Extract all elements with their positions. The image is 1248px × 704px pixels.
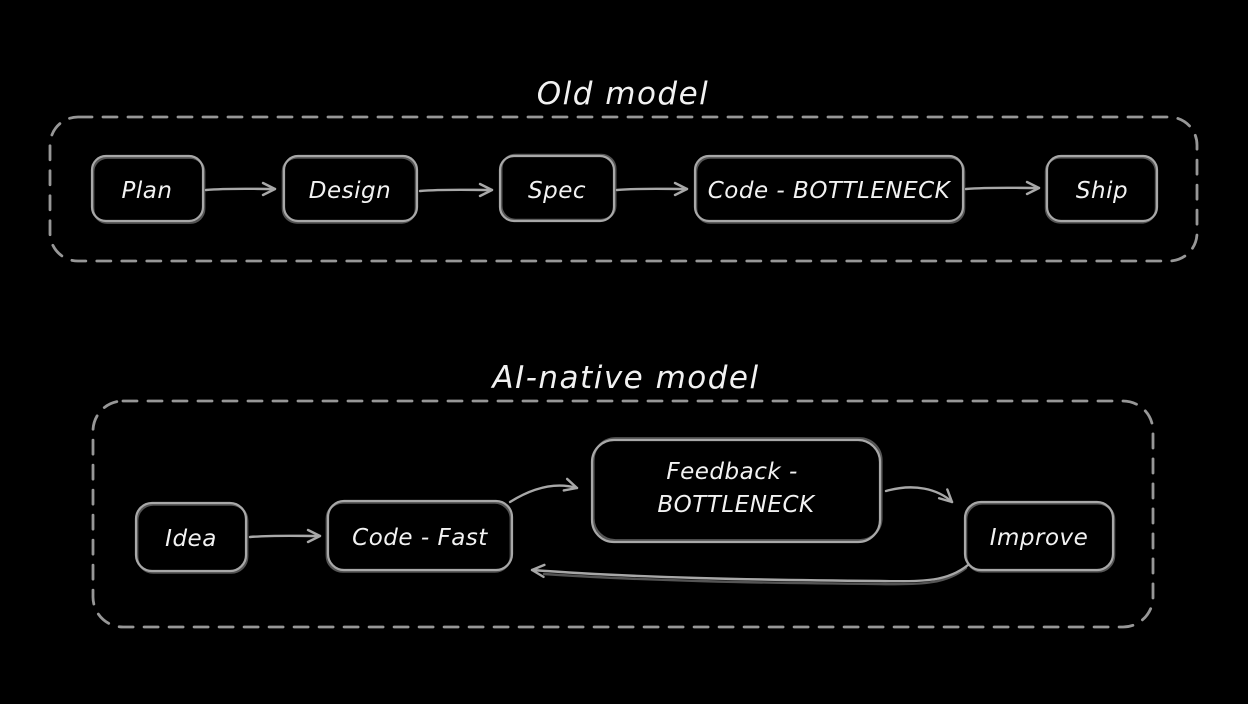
edge-spec-code	[615, 181, 689, 197]
node-code-fast-label: Code - Fast	[352, 525, 488, 551]
node-design: Design	[281, 154, 419, 224]
node-feedback-bottleneck: Feedback - BOTTLENECK	[590, 437, 883, 544]
node-idea: Idea	[134, 501, 249, 574]
node-ship-label: Ship	[1076, 178, 1128, 204]
ai-native-model-container	[91, 399, 1155, 629]
node-design-label: Design	[309, 178, 391, 204]
node-ship: Ship	[1044, 154, 1159, 224]
ai-native-model-title: AI-native model	[490, 360, 759, 396]
edge-design-spec	[418, 182, 494, 198]
node-plan-label: Plan	[122, 178, 173, 204]
node-plan: Plan	[90, 154, 206, 224]
old-model-title: Old model	[537, 76, 710, 112]
edge-codefast-feedback	[508, 477, 579, 504]
edge-improve-codefast-sketch	[542, 566, 968, 586]
edge-code-ship	[964, 180, 1041, 196]
node-spec: Spec	[498, 153, 617, 223]
node-improve: Improve	[963, 500, 1116, 573]
edge-idea-codefast	[248, 528, 322, 544]
edge-improve-codefast	[530, 563, 970, 583]
node-spec-label: Spec	[528, 178, 586, 204]
node-code-bottleneck-label: Code - BOTTLENECK	[708, 178, 952, 204]
old-model-section: Old model Plan Design Spec Code - BOTTLE…	[48, 76, 1199, 263]
node-code-fast: Code - Fast	[325, 499, 514, 573]
ai-native-model-section: AI-native model Idea Code - Fast Feedbac…	[91, 360, 1155, 629]
edge-feedback-improve	[884, 486, 954, 504]
old-model-container	[48, 115, 1199, 263]
node-improve-label: Improve	[990, 525, 1089, 551]
node-feedback-bottleneck-label: Feedback - BOTTLENECK	[657, 459, 816, 518]
edge-plan-design	[204, 181, 277, 197]
node-code-bottleneck: Code - BOTTLENECK	[693, 154, 966, 224]
node-idea-label: Idea	[165, 526, 217, 552]
